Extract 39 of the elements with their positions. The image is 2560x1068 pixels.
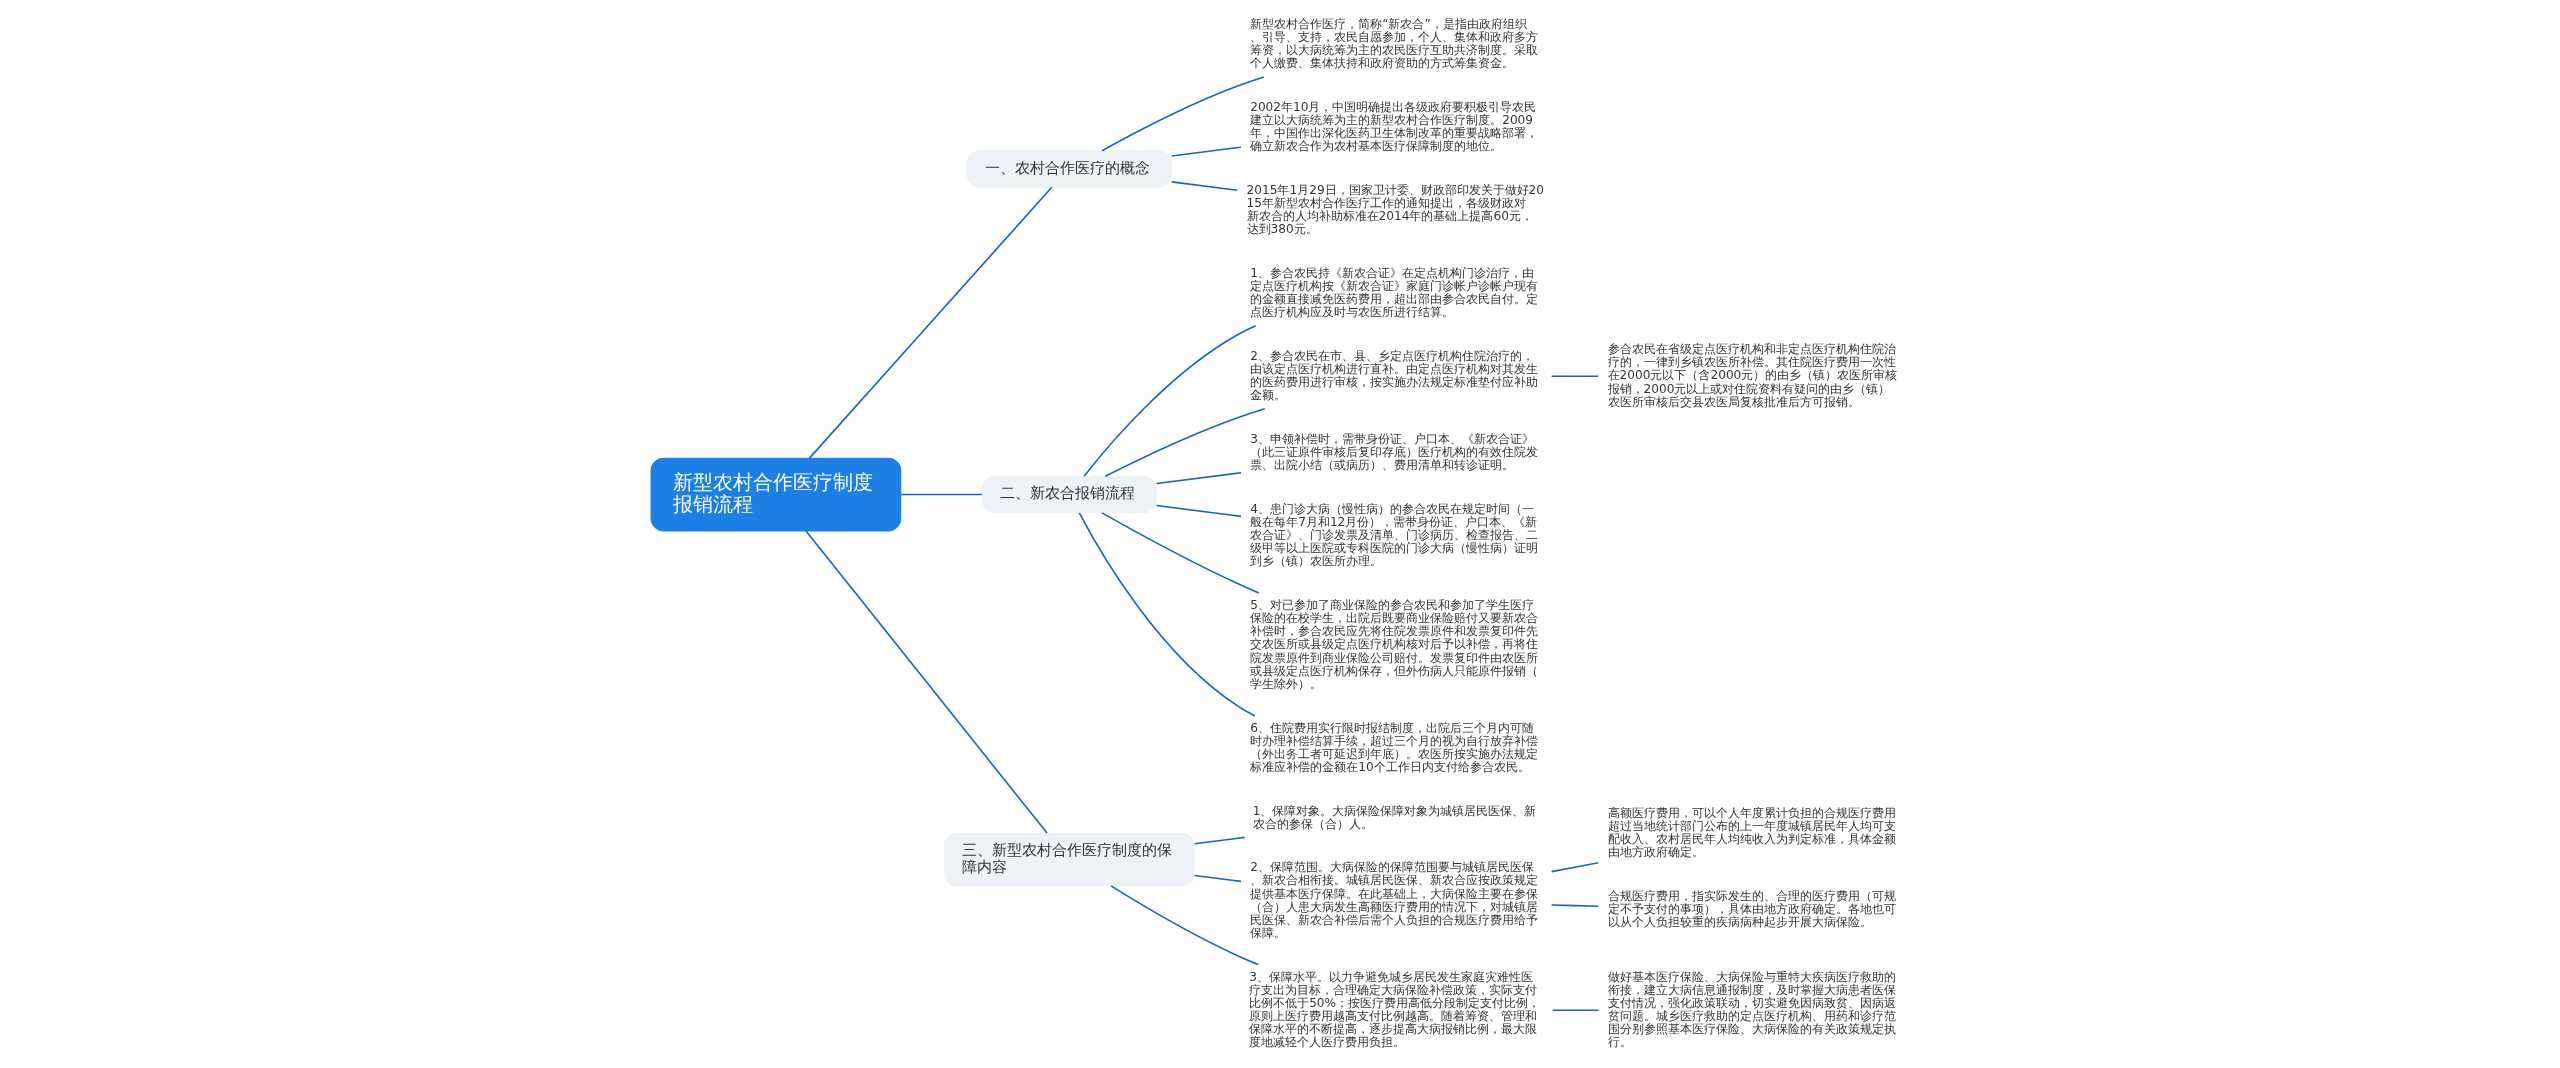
- node-text: 高额医疗费用，可以个人年度累计负担的合规医疗费用超过当地统计部门公布的上一年度城镇居民年人均可支配收入、农村居民年人均纯收入为判定标准，具体金额由地方政府确定。: [1607, 805, 1896, 860]
- node-text: 2002年10月，中国明确提出各级政府要积极引导农民建立以大病统筹为主的新型农村合作医疗制度。2009年，中国作出深化医药卫生体制改革的重要战略部署，确立新农合作为农村基本医疗保障制度的地位。: [1250, 99, 1539, 154]
- node-box: 三、新型农村合作医疗制度的保障内容: [943, 832, 1195, 887]
- connector: [1104, 407, 1266, 478]
- connector: [1170, 146, 1242, 157]
- node-text: 1、保障对象。大病保险保障对象为城镇居民医保、新农合的参保（合）人。: [1252, 803, 1537, 831]
- connector: [1550, 861, 1600, 873]
- node-text: 6、住院费用实行限时报结制度，出院后三个月内可随时办理补偿结算手续，超过三个月的视为自行放弃补偿（外出务工者可延迟到年底）。农医所按实施办法规定标准应补偿的金额在10个工作日内支付给参合农民。: [1250, 720, 1539, 775]
- node-text: 参合农民在省级定点医疗机构和非定点医疗机构住院治疗的，一律到乡镇农医所补偿。其住院医疗费用一次性在2000元以下（含2000元）的由乡（镇）农医所审核报销，2000元以上或对住院资料有疑问的由乡（镇）农医所审核后交县农医局复核批准后方可报销。: [1607, 342, 1898, 409]
- node-text: 2、参合农民在市、县、乡定点医疗机构住院治疗的，由该定点医疗机构进行直补。由定点医疗机构对其发生的医药费用进行审核，按实施办法规定标准垫付应补助金额。: [1250, 348, 1539, 403]
- node-text: 5、对已参加了商业保险的参合农民和参加了学生医疗保险的在校学生，出院后既要商业保险赔付又要新农合补偿时，参合农民应先将住院发票原件和发票复印件先交农医所或县级定点医疗机构核对后予以补偿，再将住院发票原件到商业保险公司赔付。发票复印件由农医所或县级定点医疗机构保存，但外伤病人只能原件报销（学生除外）。: [1250, 597, 1539, 691]
- connector: [1101, 512, 1260, 594]
- connector: [900, 493, 983, 496]
- node-text: 2015年1月29日，国家卫计委、财政部印发关于做好2015年新型农村合作医疗工作的通知提出，各级财政对新农合的人均补助标准在2014年的基础上提高60元，达到380元。: [1246, 182, 1545, 237]
- connector: [1110, 885, 1260, 966]
- connector: [805, 530, 1048, 834]
- connector: [1551, 1009, 1600, 1012]
- node-box: 二、新农合报销流程: [981, 475, 1157, 514]
- connector: [808, 186, 1053, 459]
- connector: [1550, 375, 1600, 378]
- connector: [1193, 874, 1242, 883]
- node-text: 1、参合农民持《新农合证》在定点机构门诊治疗，由定点医疗机构按《新农合证》家庭门诊帐户诊帐户现有的金额直接减免医药费用，超出部由参合农民自付。定点医疗机构应及时与农医所进行结算。: [1250, 265, 1539, 320]
- connector: [1155, 504, 1242, 518]
- connector: [1193, 836, 1246, 845]
- node-text: 2、保障范围。大病保险的保障范围要与城镇居民医保、新农合相衔接。城镇居民医保、新农合应按政策规定提供基本医疗保障。在此基础上，大病保险主要在参保（合）人患大病发生高额医疗费用的情况下，对城镇居民医保、新农合补偿后需个人负担的合规医疗费用给予保障。: [1250, 860, 1539, 941]
- node-text: 做好基本医疗保险、大病保险与重特大疾病医疗救助的衔接，建立大病信息通报制度，及时掌握大病患者医保支付情况，强化政策联动，切实避免因病致贫、因病返贫问题。城乡医疗救助的定点医疗机构、用药和诊疗范围分别参照基本医疗保险、大病保险的有关政策规定执行。: [1607, 969, 1896, 1050]
- node-box: 一、农村合作医疗的概念: [966, 150, 1172, 188]
- connector: [1101, 76, 1265, 152]
- connector: [1155, 471, 1242, 485]
- node-text: 新型农村合作医疗，简称“新农合”，是指由政府组织、引导、支持，农民自愿参加，个人、集体和政府多方筹资，以大病统筹为主的农民医疗互助共济制度。采取个人缴费、集体扶持和政府资助的方式筹集资金。: [1250, 17, 1539, 71]
- node-text: 3、申领补偿时，需带身份证、户口本、《新农合证》（此三证原件审核后复印存底）医疗机构的有效住院发票、出院小结（或病历）、费用清单和转诊证明。: [1250, 432, 1539, 473]
- node-text: 4、患门诊大病（慢性病）的参合农民在规定时间（一般在每年7月和12月份），需带身份证、户口本、《新农合证》、门诊发票及清单、门诊病历、检查报告、二级甲等以上医院或专科医院的门诊大病（慢性病）证明到乡（镇）农医所办理。: [1250, 501, 1539, 569]
- connector: [1170, 181, 1239, 192]
- node-box: 新型农村合作医疗制度报销流程: [650, 457, 902, 532]
- node-text: 合规医疗费用，指实际发生的、合理的医疗费用（可规定不予支付的事项），具体由地方政府确定。各地也可以从个人负担较重的疾病病种起步开展大病保险。: [1607, 889, 1896, 930]
- connector: [1078, 511, 1256, 717]
- connector: [1083, 324, 1257, 477]
- node-text: 3、保障水平。以力争避免城乡居民发生家庭灾难性医疗支出为目标，合理确定大病保险补偿政策，实际支付比例不低于50%；按医疗费用高低分段制定支付比例，原则上医疗费用越高支付比例越高。随着筹资、管理和保障水平的不断提高，逐步提高大病报销比例，最大限度地减轻个人医疗费用负担。: [1249, 969, 1541, 1050]
- connector: [1550, 904, 1600, 907]
